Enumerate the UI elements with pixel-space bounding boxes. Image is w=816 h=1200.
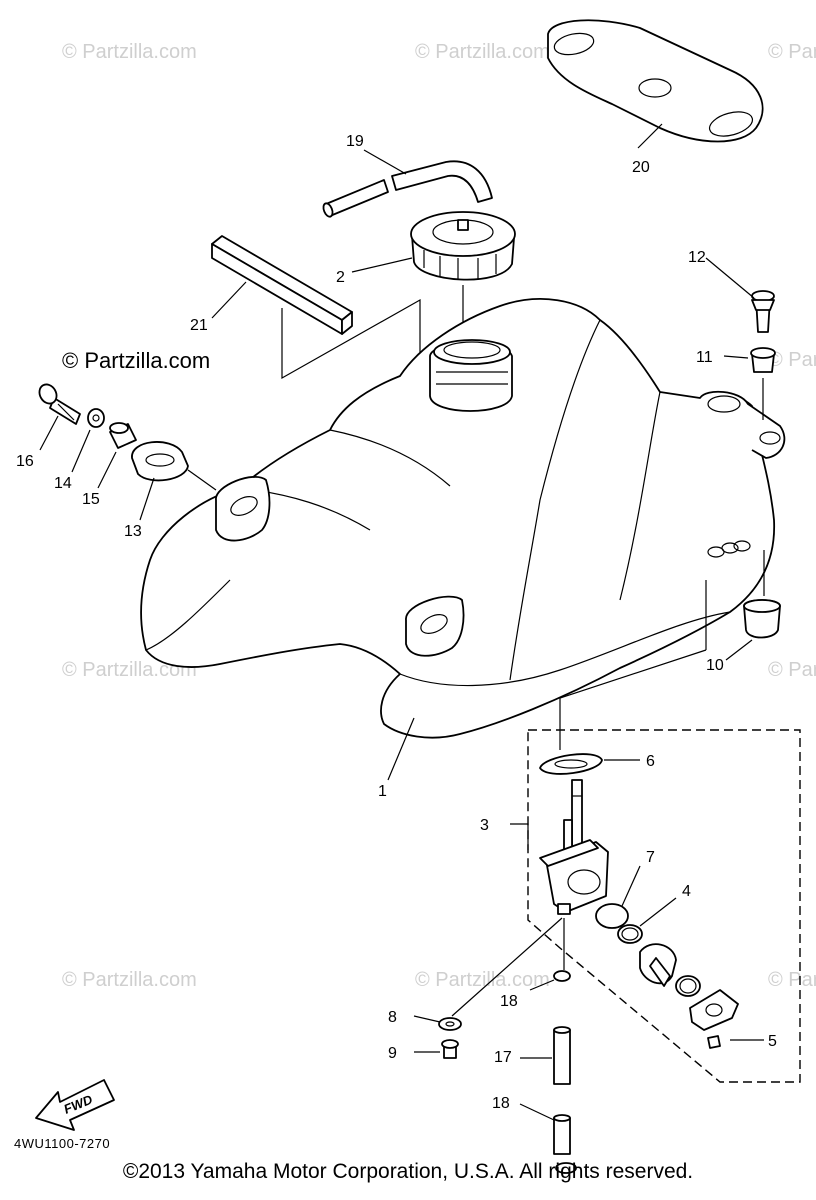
callout-10: 10 — [706, 657, 724, 674]
callout-16: 16 — [16, 453, 34, 470]
callout-21: 21 — [190, 317, 208, 334]
watermark: © Partzilla.com — [415, 969, 550, 991]
leader-lines — [39, 123, 764, 1121]
callout-4: 4 — [682, 883, 691, 900]
watermark: © Partzilla.com — [768, 349, 816, 371]
watermark-dark: © Partzilla.com — [62, 348, 210, 373]
part-13-grommet — [131, 441, 189, 482]
watermark: © Partzilla.com — [415, 41, 550, 63]
part-18-clip-upper — [553, 970, 571, 982]
part-7-filter — [595, 903, 629, 929]
watermark: © Partzilla.com — [62, 969, 197, 991]
callout-8: 8 — [388, 1009, 397, 1026]
callout-5: 5 — [768, 1033, 777, 1050]
callout-2: 2 — [336, 269, 345, 286]
part-18-clip-lower — [555, 1162, 577, 1174]
part-6-gasket — [539, 753, 603, 775]
callout-11: 11 — [696, 349, 713, 366]
callout-labels: 19 20 2 21 12 11 16 14 15 13 10 1 6 3 7 … — [16, 133, 777, 1112]
callout-12: 12 — [688, 249, 706, 266]
callout-19: 19 — [346, 133, 364, 150]
watermark: © Partzilla.com — [62, 41, 197, 63]
part-8-washer — [438, 1017, 462, 1031]
callout-6: 6 — [646, 753, 655, 770]
callout-1: 1 — [378, 783, 387, 800]
callout-20: 20 — [632, 159, 650, 176]
part-17-fuel-hose — [553, 1029, 571, 1085]
callout-7: 7 — [646, 849, 655, 866]
callout-3: 3 — [480, 817, 489, 834]
callout-18-lower: 18 — [492, 1095, 510, 1112]
fwd-arrow-icon: FWD — [35, 1079, 115, 1131]
part-14-washer — [87, 408, 105, 428]
callout-15: 15 — [82, 491, 100, 508]
callout-18: 18 — [500, 993, 518, 1010]
watermark: © Partzilla.com — [768, 659, 816, 681]
part-1-fuel-tank — [140, 298, 786, 739]
part-5-screw — [707, 1035, 721, 1049]
part-19-breather-hose — [322, 160, 493, 218]
callout-9: 9 — [388, 1045, 397, 1062]
callout-14: 14 — [54, 475, 72, 492]
copyright-footer: ©2013 Yamaha Motor Corporation, U.S.A. A… — [122, 1160, 694, 1183]
part-20-plate — [547, 19, 764, 143]
watermark: © Partzilla.com — [768, 41, 816, 63]
callout-13: 13 — [124, 523, 142, 540]
right-mount-hardware — [743, 290, 781, 639]
diagram-code: 4WU1100-7270 — [14, 1136, 110, 1151]
part-3-fuel-cock-assembly — [438, 580, 801, 1174]
watermark: © Partzilla.com — [62, 659, 197, 681]
callout-17: 17 — [494, 1049, 512, 1066]
watermark: © Partzilla.com — [768, 969, 816, 991]
part-2-fuel-cap — [410, 211, 516, 340]
part-21-foam-strip — [211, 235, 421, 418]
left-mount-hardware — [38, 383, 217, 491]
